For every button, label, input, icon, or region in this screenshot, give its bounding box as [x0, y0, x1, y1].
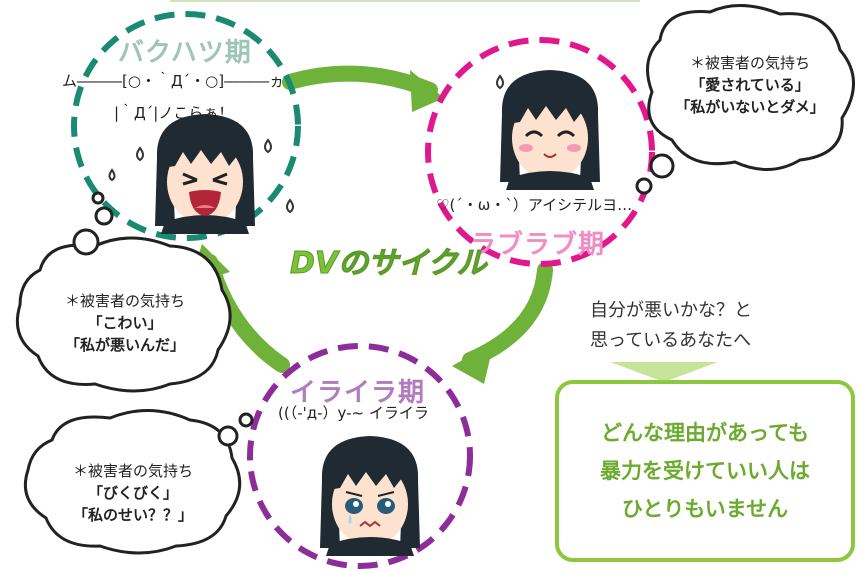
bakuhatsu-circle [71, 11, 301, 241]
iraira-label: イライラ期 [290, 378, 426, 408]
message-line2: 暴力を受けていい人は [600, 459, 810, 483]
question-line2: 思っているあなたへ [590, 330, 752, 351]
iraira-emote: ((（-'д-）y-~ イライラ [278, 404, 429, 422]
message-box [555, 380, 855, 562]
feeling-line2: 「私のせい？？」 [72, 506, 193, 524]
feeling-line2: 「私が悪いんだ」 [64, 336, 185, 354]
center-title: DVのサイクル [290, 246, 488, 282]
message-line1: どんな理由があっても [601, 421, 809, 445]
angry-crying-face-icon [155, 114, 255, 234]
feeling-heading: ＊被害者の気持ち [64, 292, 185, 310]
raburabu-label: ラブラブ期 [470, 230, 606, 260]
feeling-bakuhatsu: ＊被害者の気持ち 「こわい」 「私が悪いんだ」 [40, 290, 210, 356]
raburabu-circle [425, 37, 655, 267]
message-line3: ひとりもいません [621, 497, 789, 521]
callout-triangle [610, 362, 718, 382]
bakuhatsu-emote-line2: |｀Д´|ノこらぁ！ [114, 104, 234, 122]
smiling-face-icon [500, 70, 600, 190]
feeling-raburabu: ＊被害者の気持ち 「愛されている」 「私がいないとダメ」 [670, 52, 830, 118]
question-line1: 自分が悪いかな？と [590, 300, 752, 321]
feeling-line1: 「愛されている」 [690, 76, 810, 94]
feeling-iraira: ＊被害者の気持ち 「びくびく」 「私のせい？？」 [48, 460, 218, 526]
question-text: 自分が悪いかな？と 思っているあなたへ [590, 296, 752, 356]
feeling-line2: 「私がいないとダメ」 [675, 98, 825, 116]
message-box-text: どんな理由があっても 暴力を受けていい人は ひとりもいません [557, 414, 853, 528]
thought-bubble-icon [15, 3, 855, 555]
feeling-heading: ＊被害者の気持ち [72, 462, 193, 480]
raburabu-emote: ♡(´・ω・`）アイシテルヨ… [436, 196, 633, 214]
sweat-drop-icon [496, 74, 504, 90]
bakuhatsu-label: バクハツ期 [118, 38, 252, 68]
bakuhatsu-emote-line1: ム―――[○・｀Д´・○]―――ヵ [62, 72, 285, 90]
iraira-circle [247, 343, 473, 569]
feeling-line1: 「こわい」 [87, 314, 163, 332]
worried-face-icon [320, 436, 420, 556]
feeling-heading: ＊被害者の気持ち [689, 54, 810, 72]
feeling-line1: 「びくびく」 [87, 484, 178, 502]
sweat-drop-icon [108, 138, 294, 214]
